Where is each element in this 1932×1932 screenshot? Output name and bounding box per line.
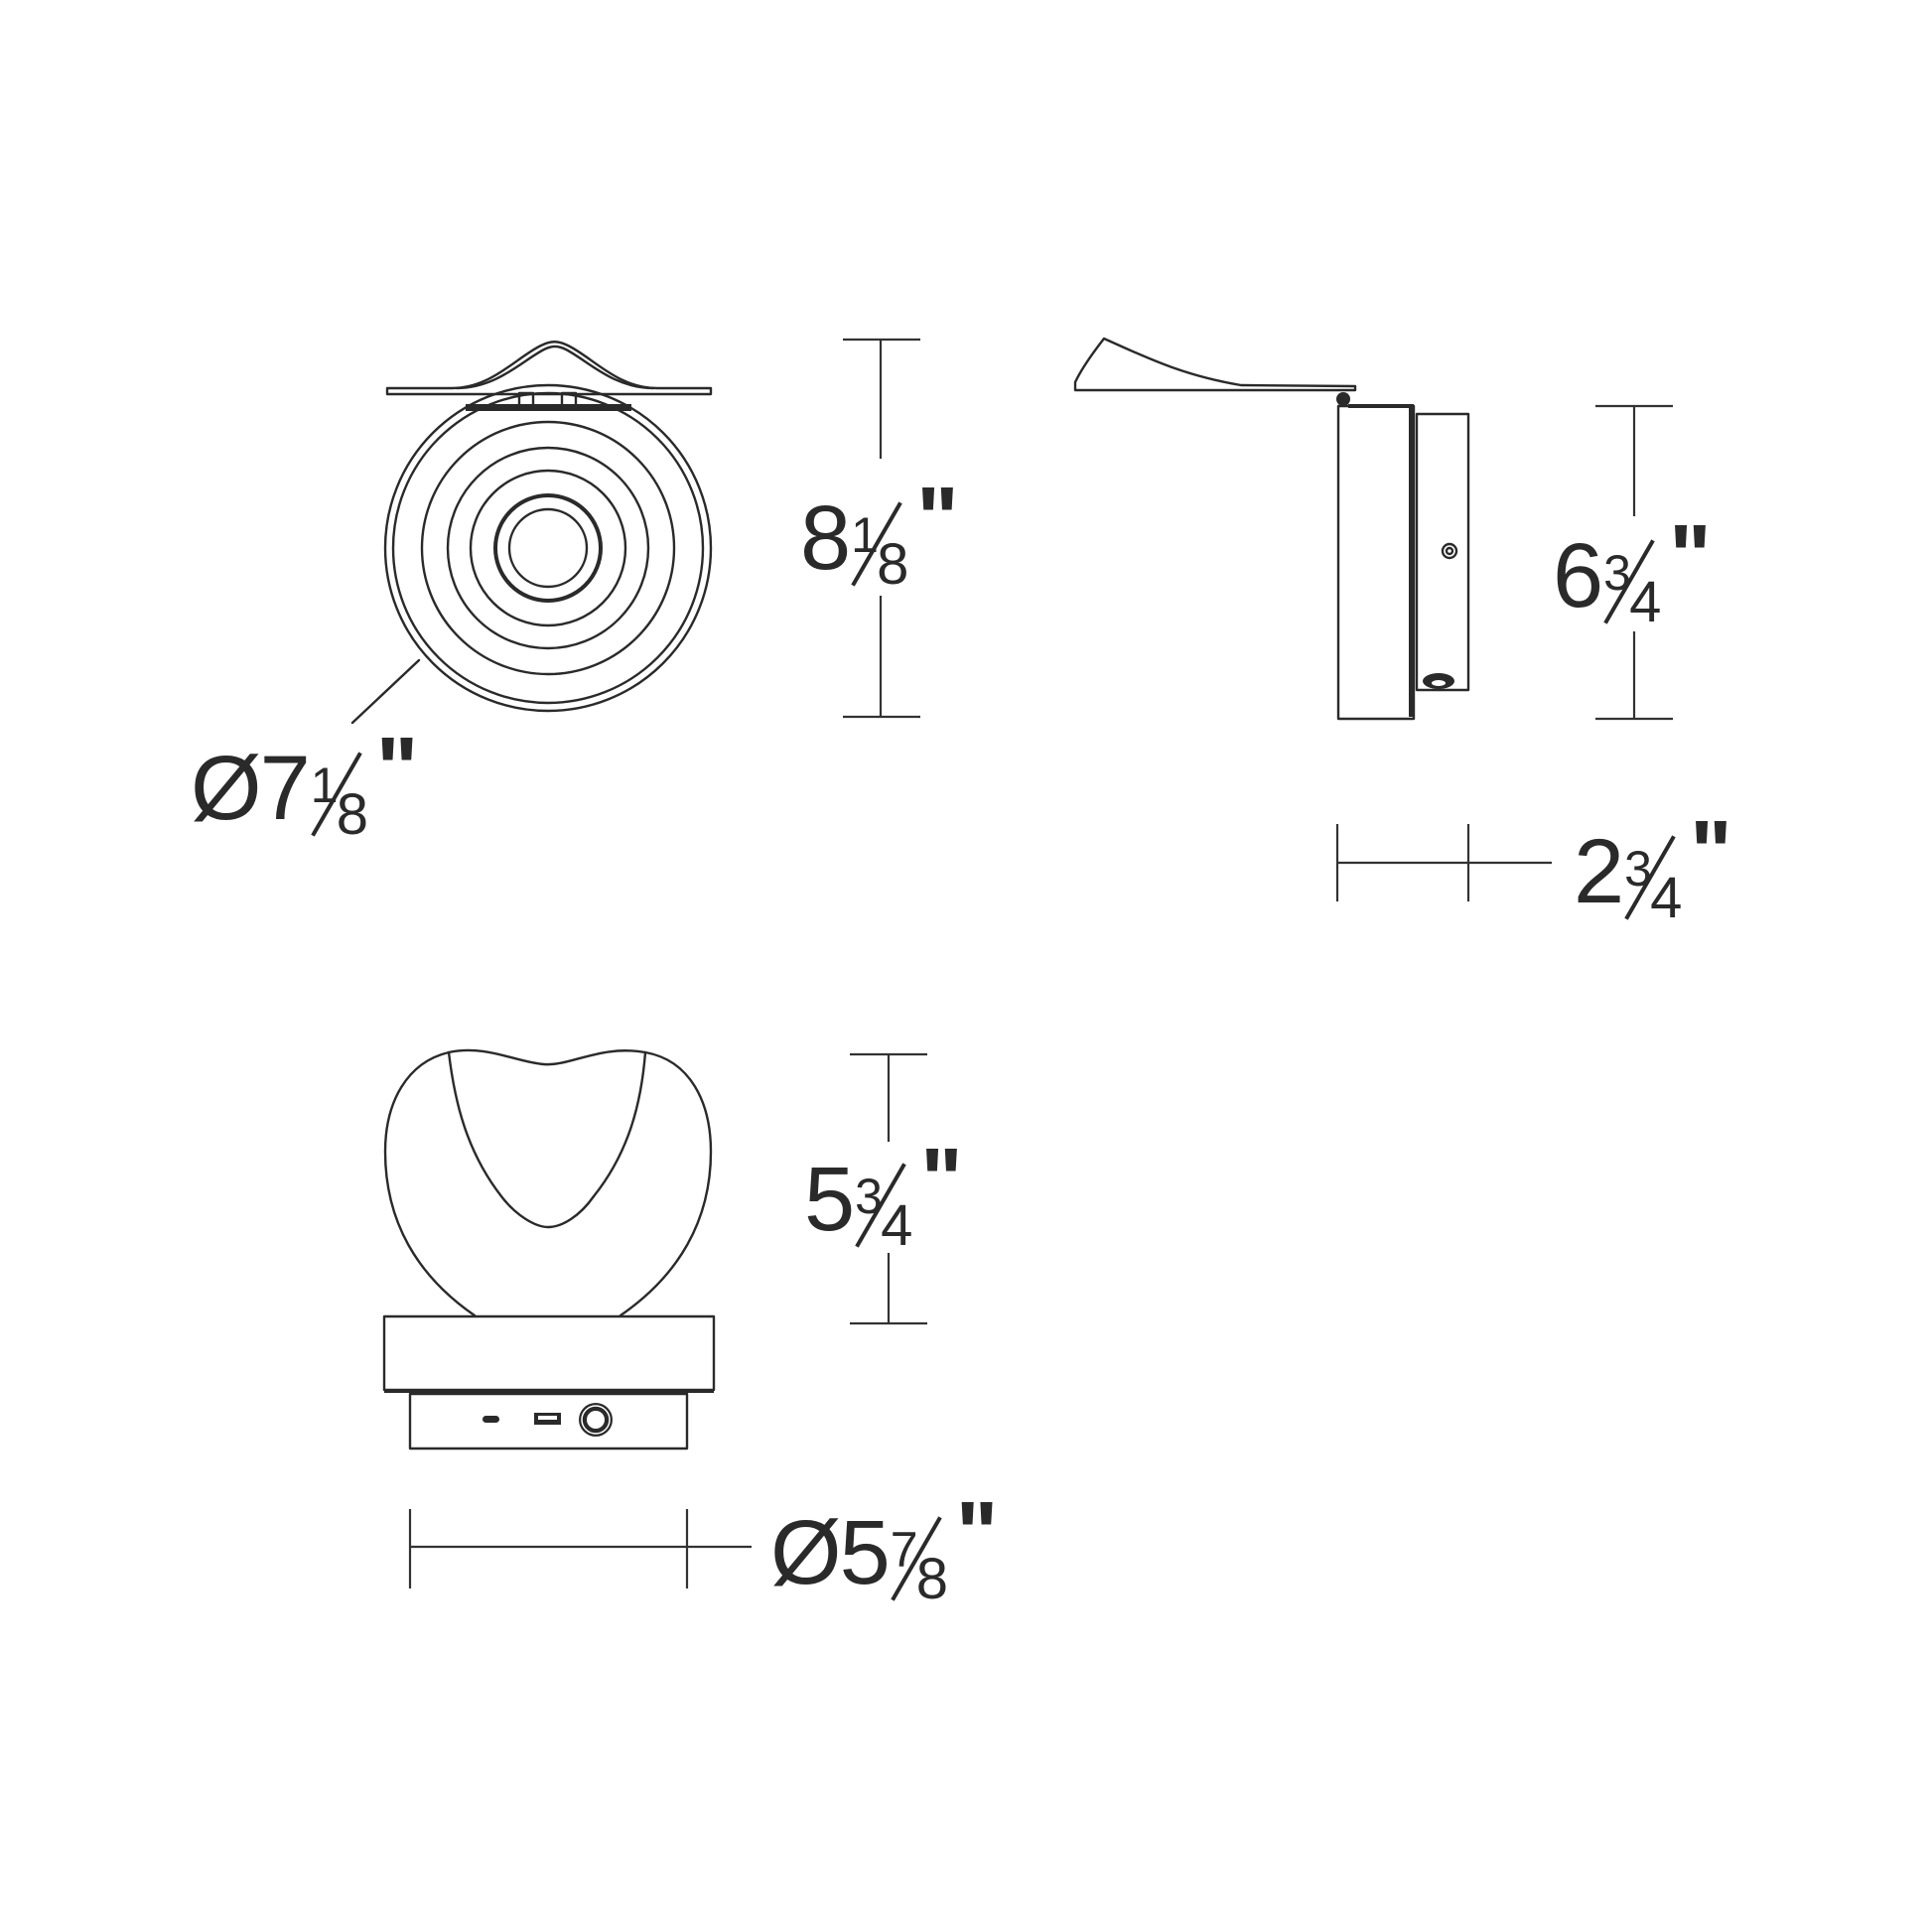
pivot-joint	[1336, 392, 1350, 406]
lens-core-ring	[493, 493, 603, 603]
lens-ring-1	[469, 469, 627, 627]
base-housing	[408, 1392, 689, 1450]
wall-plate	[1415, 412, 1470, 692]
base-diameter-dimension	[408, 1509, 752, 1588]
usb-c-port	[483, 1416, 499, 1423]
outer-ring	[383, 383, 713, 713]
base-ring	[382, 1314, 716, 1392]
shade-outline	[383, 1048, 713, 1317]
lens-ring-3	[420, 420, 676, 676]
mount-bar	[466, 404, 631, 411]
shade-profile	[1073, 337, 1357, 392]
screw-icon	[1441, 542, 1458, 560]
shade-inner-curve	[447, 1050, 647, 1229]
outer-ring-inner	[391, 391, 705, 705]
bottom-height-dimension	[850, 1052, 927, 1325]
side-view	[1073, 337, 1470, 721]
front-view	[350, 341, 713, 725]
front-height-dimension	[843, 338, 920, 719]
side-height-dimension	[1595, 404, 1673, 721]
lens-ring-2	[446, 446, 650, 650]
lens-core	[507, 507, 589, 589]
fixture-body	[1336, 404, 1416, 721]
diameter-leader	[350, 658, 421, 725]
side-depth-dimension	[1335, 824, 1552, 901]
bottom-view	[382, 1048, 716, 1450]
